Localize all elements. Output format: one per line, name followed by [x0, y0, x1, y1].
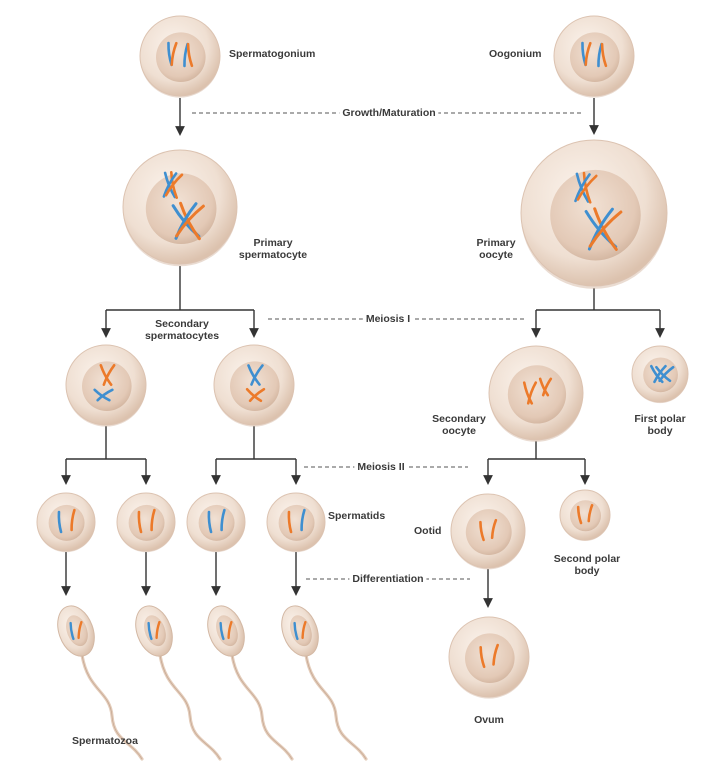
cell-primary-spermatocyte — [122, 149, 238, 267]
cell-spermatogonium — [139, 15, 221, 98]
label-spermatozoa: Spermatozoa — [72, 735, 138, 747]
cell-first-polar-body — [631, 345, 689, 404]
label-growth-maturation: Growth/Maturation — [339, 107, 439, 119]
cell-ootid — [450, 493, 526, 570]
spermatozoon-3 — [207, 605, 294, 761]
cell-secondary-oocyte — [488, 345, 584, 442]
label-ovum: Ovum — [474, 714, 504, 726]
cell-second-polar-body — [559, 489, 611, 541]
connector-lines — [61, 98, 665, 608]
cell-spermatid-4 — [266, 492, 326, 553]
spermatozoon-4 — [281, 605, 368, 761]
spermatozoon-1 — [57, 605, 144, 761]
label-spermatids: Spermatids — [328, 510, 386, 522]
cell-spermatid-3 — [186, 492, 246, 553]
label-spermatogonium: Spermatogonium — [229, 48, 316, 60]
cell-secondary-spermatocyte-2 — [213, 344, 295, 427]
label-meiosis-2: Meiosis II — [354, 461, 408, 473]
cell-oogonium — [553, 15, 635, 98]
cell-primary-oocyte — [520, 139, 668, 289]
label-differentiation: Differentiation — [349, 573, 427, 585]
cell-ovum — [448, 616, 530, 699]
cells-layer — [36, 15, 689, 761]
cell-secondary-spermatocyte-1 — [65, 344, 147, 427]
label-oogonium: Oogonium — [489, 48, 542, 60]
spermatozoon-2 — [135, 605, 222, 761]
label-ootid: Ootid — [414, 525, 442, 537]
cell-spermatid-1 — [36, 492, 96, 553]
label-meiosis-1: Meiosis I — [362, 313, 414, 325]
cell-spermatid-2 — [116, 492, 176, 553]
